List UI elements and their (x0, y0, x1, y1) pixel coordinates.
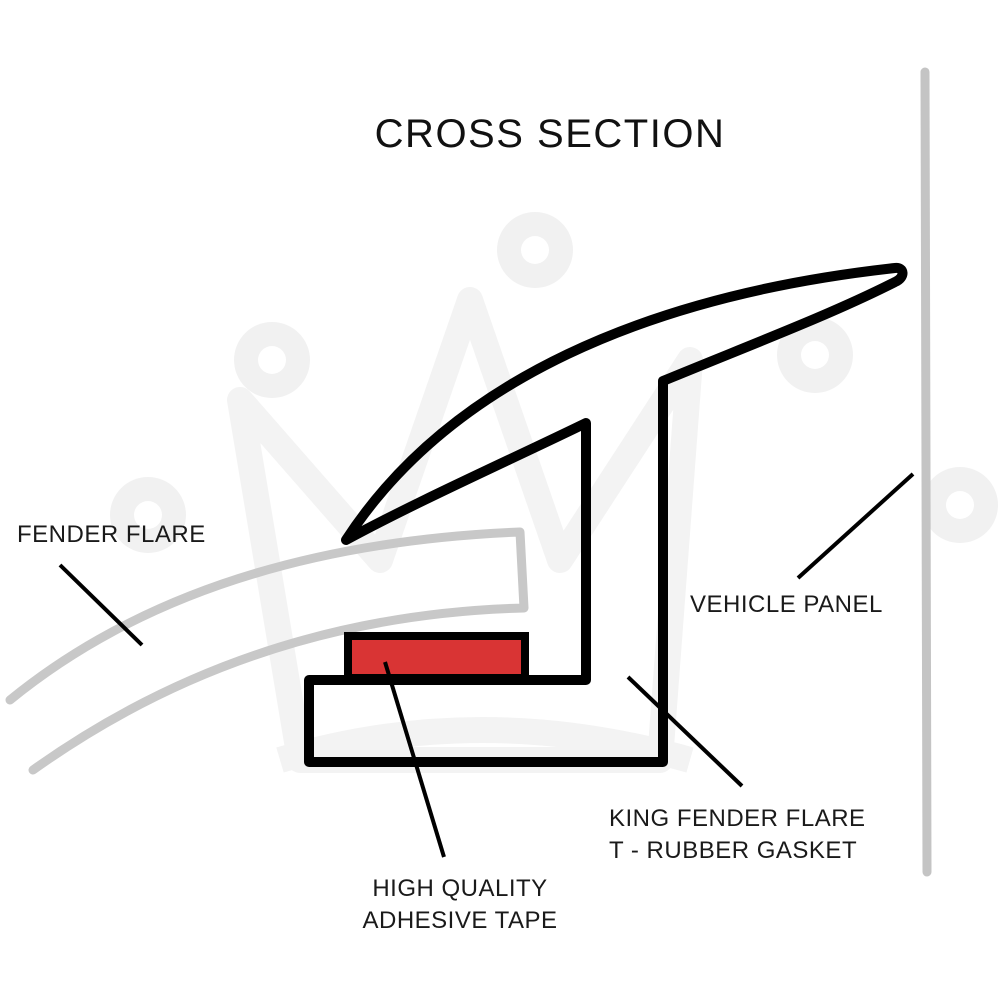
fender-flare-leader (58, 563, 144, 647)
watermark-flower-icon (110, 212, 998, 553)
watermark-flower-core-icon (134, 236, 974, 529)
vehicle-panel-line (920, 67, 932, 877)
adhesive-tape (344, 632, 529, 682)
diagram-title: CROSS SECTION (374, 112, 726, 156)
fender-flare-shape (5, 527, 529, 775)
vehicle-panel-label: VEHICLE PANEL (690, 591, 883, 618)
fender-flare-label: FENDER FLARE (17, 521, 206, 548)
gasket-outline (304, 263, 908, 767)
gasket-label-line1: KING FENDER FLARE (609, 805, 866, 832)
gasket-leader (626, 675, 744, 788)
vehicle-panel-leader (796, 472, 915, 580)
tape-label-line1: HIGH QUALITY (372, 875, 548, 902)
tape-label: HIGH QUALITY ADHESIVE TAPE (340, 873, 580, 937)
watermark-crown-base (276, 717, 694, 773)
tape-leader (383, 661, 446, 858)
tape-label-line2: ADHESIVE TAPE (362, 907, 558, 934)
gasket-label: KING FENDER FLARE T - RUBBER GASKET (609, 803, 866, 867)
gasket-label-line2: T - RUBBER GASKET (609, 837, 858, 864)
